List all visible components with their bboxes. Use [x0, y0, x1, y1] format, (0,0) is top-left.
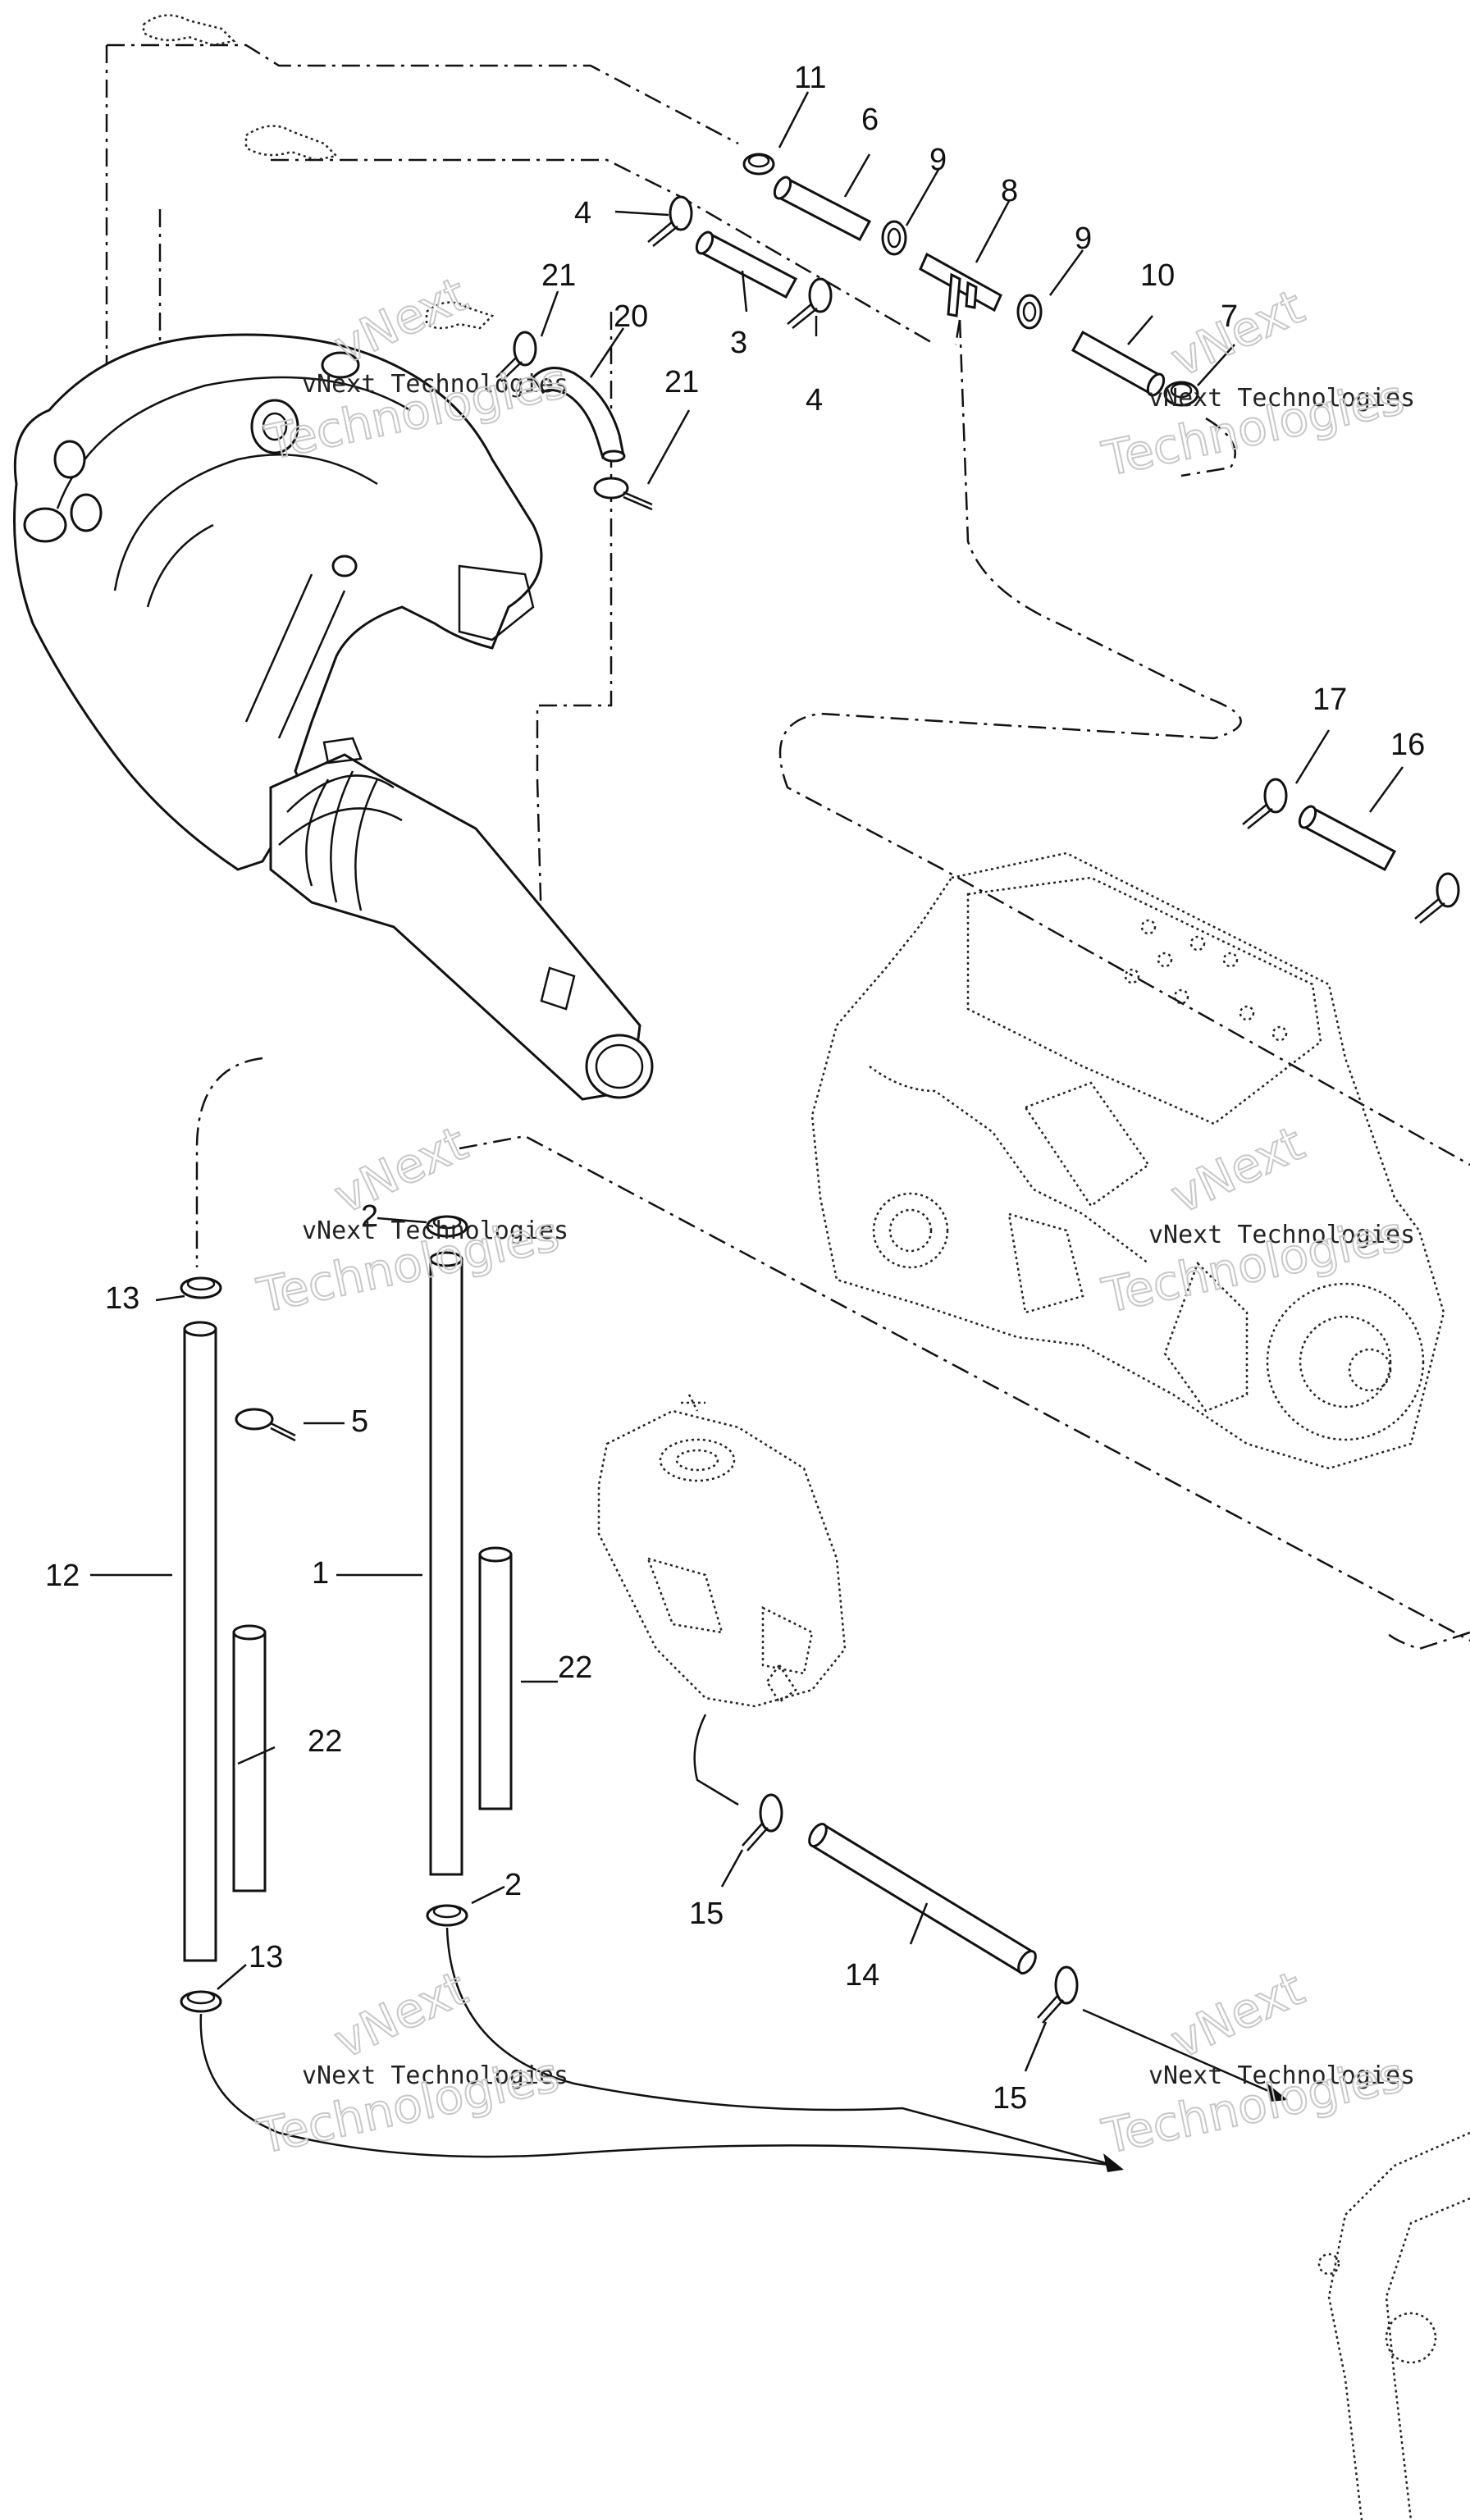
svg-text:vNext Technologies: vNext Technologies	[302, 2061, 568, 2090]
callout-4a: 4	[574, 196, 591, 231]
callout-4b: 4	[806, 383, 823, 418]
watermark-6: vNext vNext Technologies Technologies	[1097, 1959, 1415, 2165]
clamp-11	[742, 153, 775, 176]
callout-7: 7	[1221, 299, 1238, 334]
callout-11: 11	[794, 61, 826, 95]
watermark-3: vNext vNext Technologies Technologies	[252, 1114, 568, 1324]
routing-line-d	[693, 1714, 739, 1806]
svg-text:vNext Technologies: vNext Technologies	[302, 370, 568, 399]
leader-lines	[90, 91, 1404, 2072]
svg-text:vNext Technologies: vNext Technologies	[302, 1217, 568, 1245]
callout-16: 16	[1390, 728, 1425, 762]
clip-15b	[1037, 1965, 1079, 2024]
svg-text:vNext Technologies: vNext Technologies	[1148, 2061, 1415, 2090]
callout-22a: 22	[558, 1650, 592, 1685]
clamp-7	[1163, 381, 1199, 407]
watermark-4: vNext vNext Technologies Technologies	[1097, 1114, 1415, 1324]
hose-20	[532, 367, 626, 463]
callout-20: 20	[614, 299, 648, 334]
callout-12: 12	[45, 1559, 80, 1593]
watermark-5: vNext vNext Technologies Technologies	[252, 1959, 568, 2165]
callout-15a: 15	[689, 1897, 724, 1931]
arrow-head-b	[1267, 2084, 1288, 2102]
clip-15a	[742, 1793, 783, 1851]
hose-3	[695, 231, 798, 299]
clamp-2a	[426, 1215, 468, 1238]
clamp-13b	[180, 1990, 222, 2013]
svg-text:vNext: vNext	[1162, 1115, 1312, 1224]
callout-14: 14	[845, 1958, 879, 1993]
tube-12	[183, 1321, 217, 1962]
clip-21a	[495, 331, 537, 382]
routing-line-c	[1082, 2008, 1281, 2098]
callout-labels: 11 6 9 8 9 10 7 4 3 4 21 20 21 17 16 2 1…	[45, 61, 1425, 2116]
clamp-9b	[1016, 294, 1043, 330]
pump-housing	[597, 1394, 847, 1708]
clip-5	[235, 1408, 296, 1442]
callout-9a: 9	[929, 143, 947, 177]
callout-10: 10	[1140, 258, 1175, 293]
hose-10	[1071, 330, 1166, 397]
callout-3: 3	[730, 326, 747, 360]
t-fitting	[919, 252, 1002, 345]
callout-13a: 13	[105, 1281, 139, 1316]
hose-16	[1298, 805, 1397, 872]
banjo-fittings	[142, 14, 495, 330]
tube-22a	[232, 1624, 267, 1892]
svg-text:vNext: vNext	[326, 266, 475, 375]
engine-partial	[1317, 2131, 1470, 2520]
arrow-head-a	[1103, 2153, 1124, 2172]
svg-text:vNext: vNext	[1162, 1960, 1312, 2069]
tube-1	[429, 1251, 463, 1876]
clamp-13a	[180, 1276, 222, 1299]
callout-21b: 21	[664, 365, 699, 399]
routing-curve-a	[199, 2013, 1116, 2167]
engine-block	[810, 851, 1445, 1470]
clip-4a	[647, 195, 693, 247]
routing-curve-b	[445, 1927, 1116, 2167]
exhaust-pipe	[269, 737, 654, 1101]
callout-5: 5	[351, 1404, 368, 1439]
callout-17: 17	[1312, 682, 1347, 717]
clamp-2b	[426, 1904, 468, 1927]
callout-21a: 21	[541, 258, 576, 293]
exhaust-manifold	[13, 333, 543, 871]
clamp-9a	[881, 220, 907, 256]
callout-2b: 2	[504, 1868, 522, 1902]
hose-14	[808, 1822, 1037, 1975]
svg-text:vNext Technologies: vNext Technologies	[1148, 1221, 1415, 1249]
callout-22b: 22	[308, 1724, 342, 1759]
clip-17	[1242, 778, 1288, 829]
clip-21b	[593, 477, 653, 511]
svg-text:vNext: vNext	[326, 1960, 475, 2069]
svg-text:vNext: vNext	[1162, 278, 1312, 387]
callout-1: 1	[312, 1556, 329, 1591]
callout-13b: 13	[249, 1940, 283, 1974]
hose-6	[773, 176, 872, 242]
callout-15b: 15	[993, 2081, 1027, 2116]
callout-8: 8	[1001, 174, 1018, 208]
clip-4b	[787, 277, 833, 329]
callout-6: 6	[861, 103, 879, 137]
clip-extra	[1414, 872, 1460, 924]
callout-2a: 2	[361, 1199, 378, 1234]
tube-22b	[478, 1546, 513, 1810]
callout-9b: 9	[1075, 221, 1092, 256]
svg-text:vNext: vNext	[326, 1115, 475, 1224]
svg-text:vNext Technologies: vNext Technologies	[1148, 384, 1415, 413]
